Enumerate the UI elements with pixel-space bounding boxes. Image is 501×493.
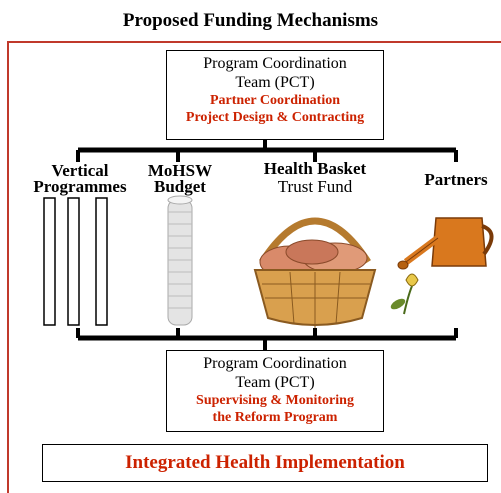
top-pct-line2: Team (PCT): [235, 74, 315, 91]
outer-frame-border: [7, 41, 501, 493]
mohsw-budget-label: MoHSW Budget: [140, 161, 220, 196]
bottom-pct-red1: Supervising & Monitoring: [196, 393, 354, 408]
top-pct-line1: Program Coordination: [203, 55, 347, 72]
integrated-health-box: Integrated Health Implementation: [42, 444, 488, 482]
bottom-pct-box: Program Coordination Team (PCT) Supervis…: [166, 350, 384, 432]
top-pct-red1: Partner Coordination: [209, 93, 340, 108]
flower-icon: [390, 273, 419, 315]
bread-basket-icon: [253, 217, 377, 328]
vertical-label-line2: Programmes: [33, 177, 127, 196]
mohsw-label-line1: MoHSW: [147, 161, 213, 180]
vertical-programmes-label: Vertical Programmes: [18, 161, 142, 196]
basket-label-line2: Trust Fund: [277, 177, 353, 196]
partners-label: Partners: [424, 170, 488, 189]
vertical-programmes-bars: [43, 197, 108, 326]
basket-label-line1: Health Basket: [263, 159, 367, 178]
bottom-pct-red2: the Reform Program: [212, 410, 338, 425]
bottom-pct-line1: Program Coordination: [203, 355, 347, 372]
watering-can-icon: [397, 217, 494, 270]
bottom-pct-line2: Team (PCT): [235, 374, 315, 391]
vertical-label-line1: Vertical: [51, 161, 109, 180]
top-pct-red2: Project Design & Contracting: [185, 110, 365, 125]
health-basket-label: Health Basket Trust Fund: [245, 160, 385, 196]
coin-stack-icon: [167, 195, 193, 326]
top-pct-box: Program Coordination Team (PCT) Partner …: [166, 50, 384, 140]
diagram-title: Proposed Funding Mechanisms: [122, 10, 379, 31]
mohsw-label-line2: Budget: [154, 177, 206, 196]
